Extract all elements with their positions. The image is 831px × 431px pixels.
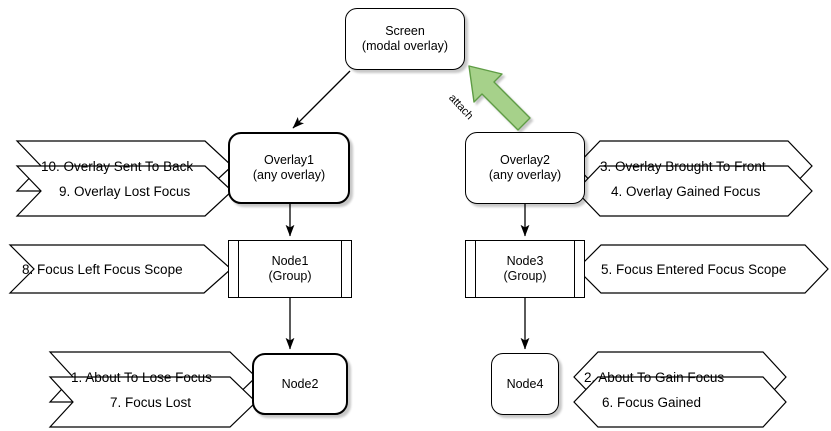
- node1-left-bar: [238, 241, 239, 297]
- node-overlay1-line2: (any overlay): [252, 168, 326, 182]
- node-node4-line1: Node4: [506, 376, 544, 391]
- event-banner-e9: [15, 165, 233, 217]
- edge-screen-to-overlay1: [292, 70, 351, 129]
- event-banner-e4: [575, 165, 813, 217]
- node-overlay1-line1: Overlay1: [263, 153, 315, 168]
- node-node1-line1: Node1: [271, 254, 309, 269]
- node-node1-line2: (Group): [268, 269, 312, 283]
- node-screen-line1: Screen: [385, 24, 425, 39]
- node3-left-bar: [475, 241, 476, 297]
- node3-right-bar: [574, 241, 575, 297]
- node-overlay2-line1: Overlay2: [499, 153, 551, 168]
- event-banner-e7: [48, 376, 257, 428]
- node-node3-line2: (Group): [503, 269, 547, 283]
- node-screen-line2: (modal overlay): [361, 39, 449, 53]
- event-banner-e5: [576, 244, 829, 294]
- node-overlay2-line2: (any overlay): [488, 168, 562, 182]
- event-banner-e6: [573, 376, 787, 428]
- attach-arrow-green: [468, 65, 531, 131]
- node-node3-line1: Node3: [506, 254, 544, 269]
- node-node2-line1: Node2: [281, 376, 319, 391]
- node-node3[interactable]: Node3 (Group): [465, 240, 585, 298]
- node-overlay2[interactable]: Overlay2 (any overlay): [465, 132, 585, 204]
- node-node2[interactable]: Node2: [252, 353, 348, 415]
- node-node1[interactable]: Node1 (Group): [228, 240, 352, 298]
- event-banner-e8: [8, 244, 232, 294]
- node-overlay1[interactable]: Overlay1 (any overlay): [228, 132, 350, 204]
- node1-right-bar: [341, 241, 342, 297]
- node-node4[interactable]: Node4: [491, 353, 559, 415]
- node-screen[interactable]: Screen (modal overlay): [345, 8, 465, 70]
